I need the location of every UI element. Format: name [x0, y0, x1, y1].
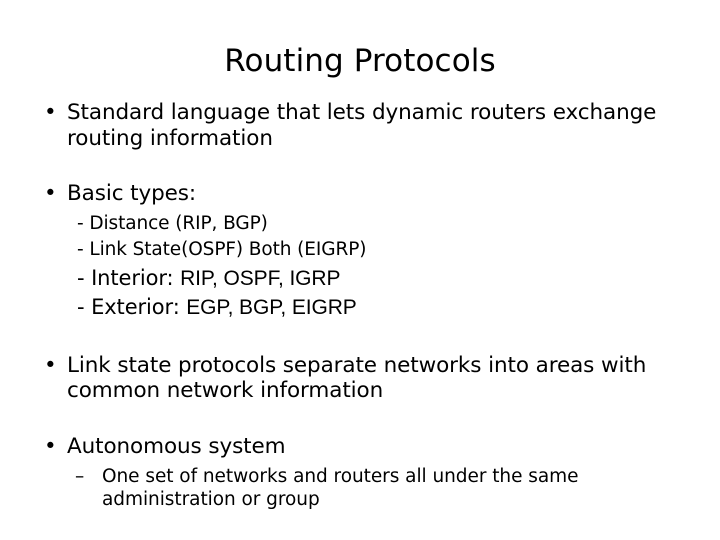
dash-icon: - [77, 265, 85, 290]
bullet-group-3: • Link state protocols separate networks… [30, 353, 690, 404]
en-dash-icon: – [75, 465, 85, 487]
dash-icon: - [77, 295, 85, 320]
sub-line-distance: - Distance (RIP, BGP) [77, 211, 690, 237]
sub-line-exterior-label: Exterior: [91, 295, 187, 320]
bullet-dot-icon: • [44, 181, 57, 207]
bullet-item-4-text: Autonomous system [67, 434, 286, 460]
bullet-group-1: • Standard language that lets dynamic ro… [30, 100, 690, 151]
bullet-dot-icon: • [44, 352, 57, 378]
sub-line-interior-label: Interior: [91, 265, 181, 290]
sub-line-exterior-protocols: EGP, BGP, EIGRP [186, 296, 357, 320]
bullet-group-2: • Basic types: - Distance (RIP, BGP) - L… [30, 181, 690, 323]
bullet-dot-icon: • [44, 434, 57, 460]
sub-line-link-state: - Link State(OSPF) Both (EIGRP) [77, 237, 690, 263]
slide-body: • Standard language that lets dynamic ro… [30, 100, 690, 511]
sub-line-link-state-text: Link State(OSPF) Both (EIGRP) [89, 239, 367, 261]
bullet-item-3-text: Link state protocols separate networks i… [67, 352, 647, 404]
bullet-item-3: • Link state protocols separate networks… [30, 353, 690, 404]
bullet-item-4-subbullet: – One set of networks and routers all un… [75, 465, 690, 511]
sub-line-exterior: - Exterior: EGP, BGP, EIGRP [77, 293, 690, 323]
sub-line-distance-text: Distance (RIP, BGP) [89, 212, 268, 234]
sub-line-interior-protocols: RIP, OSPF, IGRP [180, 266, 341, 290]
bullet-item-2-sublist: - Distance (RIP, BGP) - Link State(OSPF)… [30, 211, 690, 323]
dash-icon: - [77, 212, 84, 234]
bullet-group-4: • Autonomous system – One set of network… [30, 434, 690, 511]
slide-title: Routing Protocols [224, 43, 496, 79]
bullet-item-2: • Basic types: [30, 181, 690, 207]
bullet-item-2-text: Basic types: [67, 181, 197, 207]
bullet-item-1-text: Standard language that lets dynamic rout… [67, 100, 657, 151]
sub-line-interior: - Interior: RIP, OSPF, IGRP [77, 264, 690, 294]
bullet-dot-icon: • [44, 100, 57, 125]
dash-icon: - [77, 239, 84, 261]
bullet-item-1: • Standard language that lets dynamic ro… [30, 100, 690, 151]
bullet-item-4-subbullet-text: One set of networks and routers all unde… [102, 465, 579, 510]
bullet-item-4: • Autonomous system [30, 434, 690, 460]
